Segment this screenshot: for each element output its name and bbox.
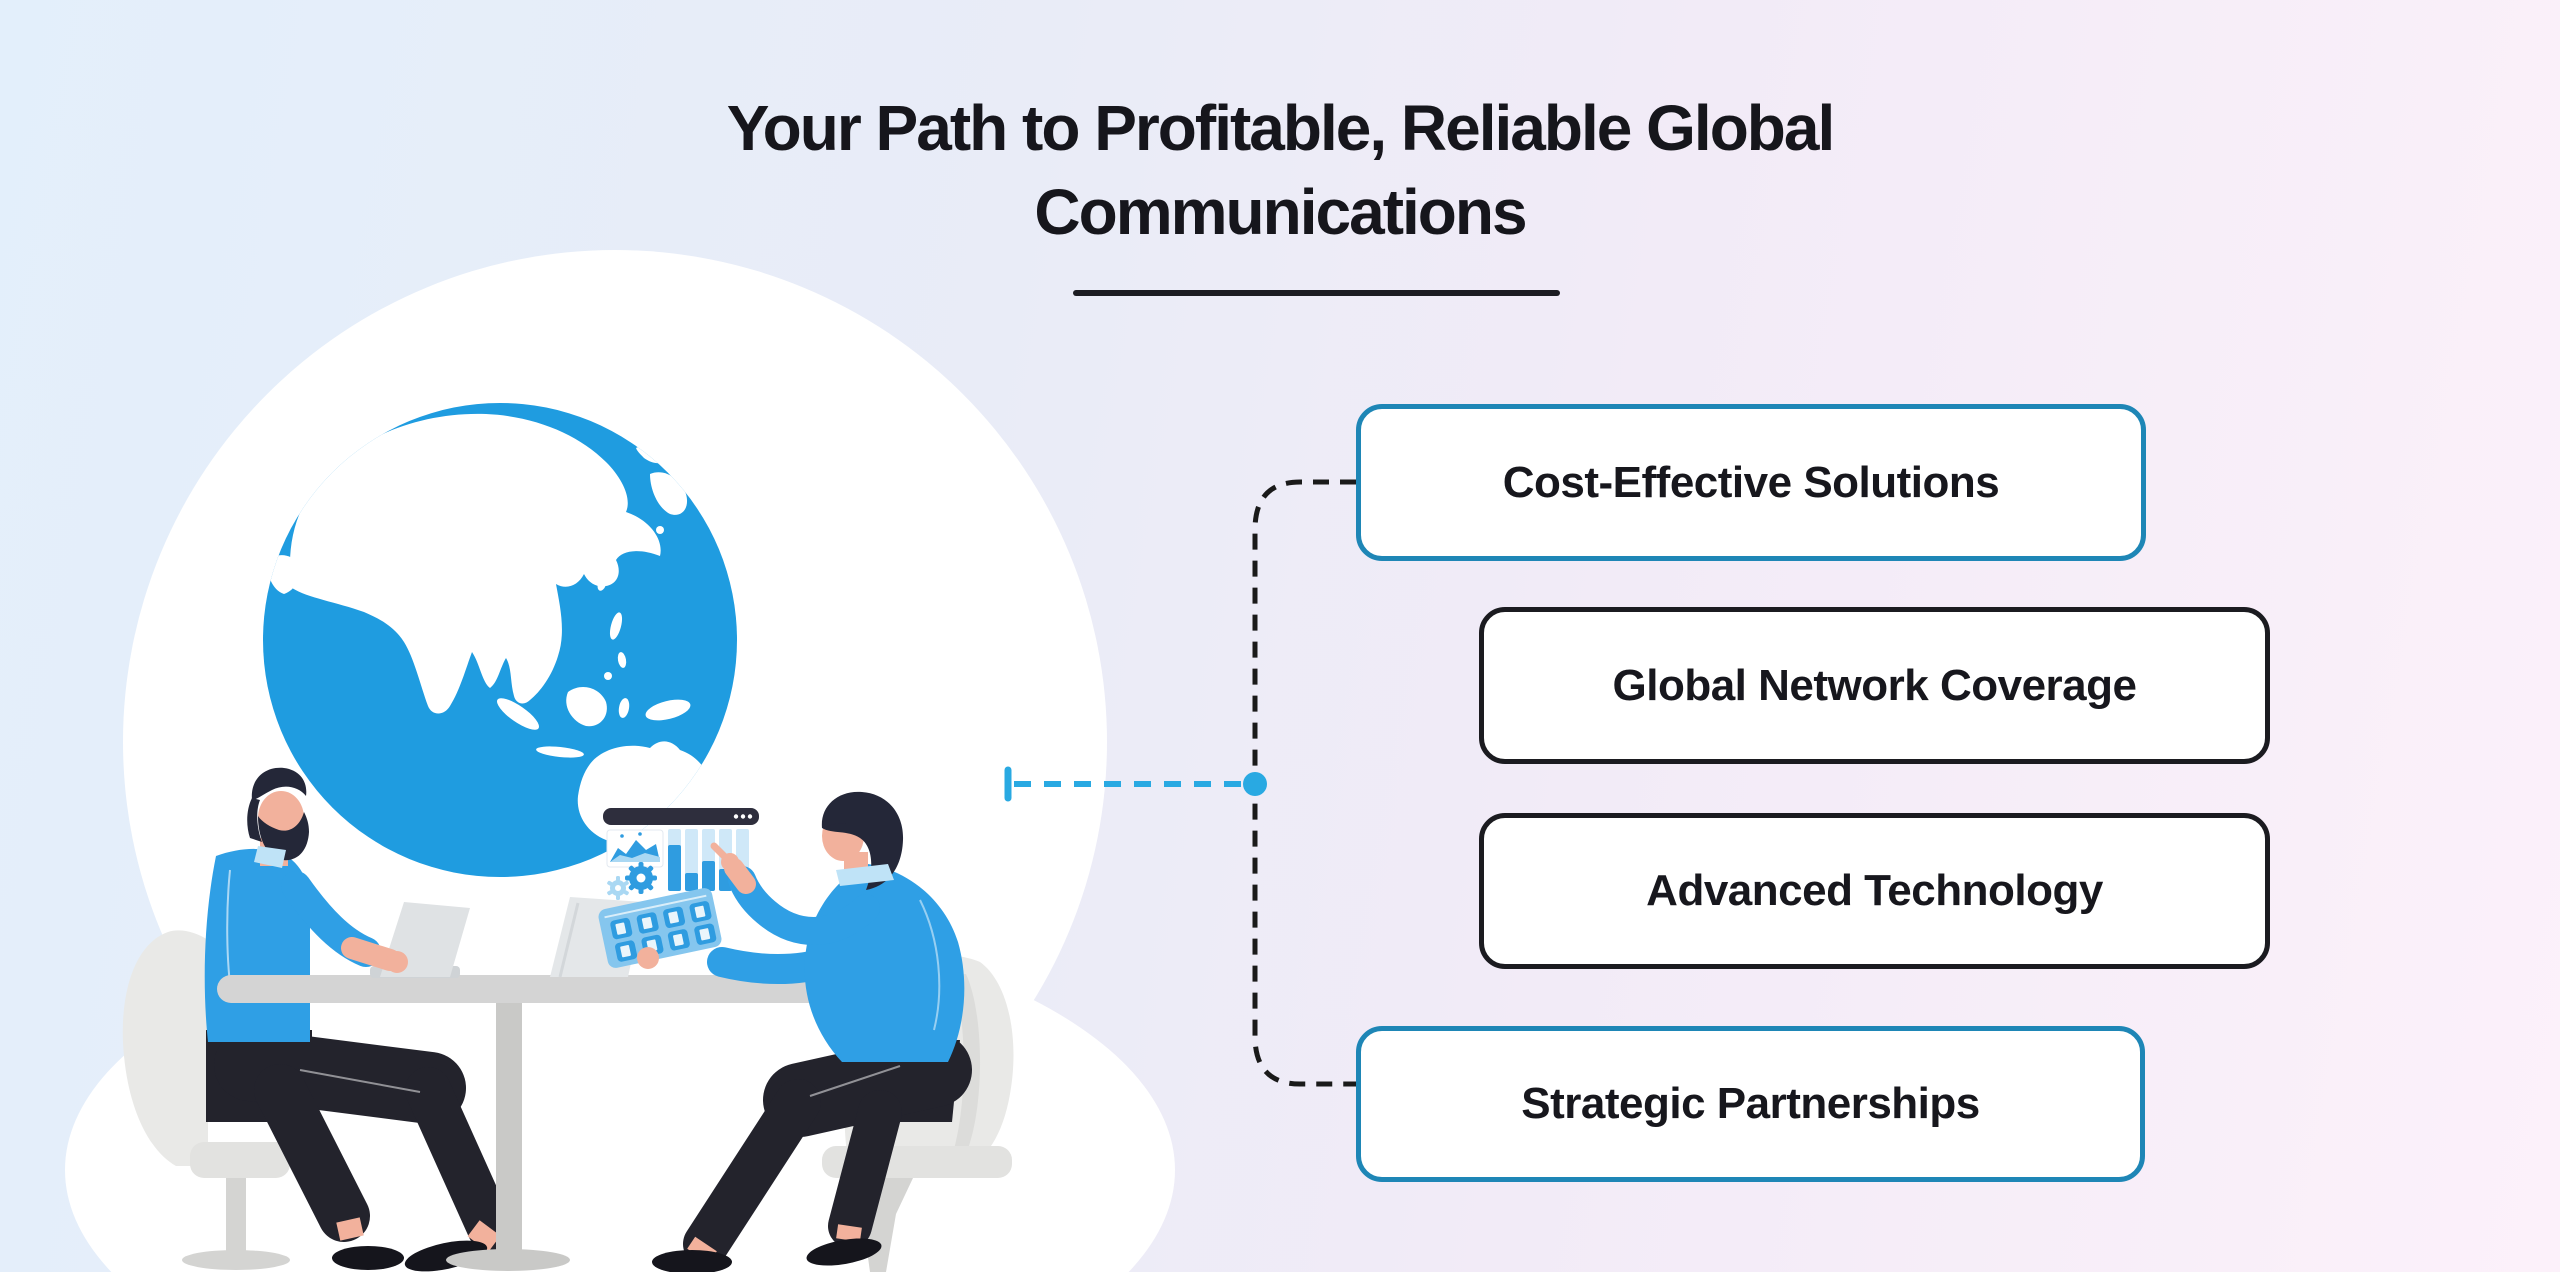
connector-bracket (1252, 479, 1356, 1087)
left-person-arm (281, 871, 408, 973)
feature-node-advanced-technology: Advanced Technology (1479, 813, 2270, 969)
connector-junction-dot (1243, 772, 1267, 796)
feature-node-label: Global Network Coverage (1612, 660, 2137, 710)
left-person-collar (254, 846, 286, 868)
floating-browser-window (603, 808, 759, 900)
feature-node-cost-effective-solutions: Cost-Effective Solutions (1356, 404, 2146, 561)
right-person-shoe (652, 1250, 732, 1272)
laptop-right (550, 897, 644, 978)
globe-landmasses (267, 413, 713, 846)
right-person-head (821, 791, 904, 890)
mini-bar-chart (668, 829, 749, 891)
feature-node-global-network-coverage: Global Network Coverage (1479, 607, 2270, 764)
title-underline (1073, 290, 1560, 296)
tablet-device (598, 888, 722, 969)
left-person-shoe (332, 1246, 404, 1270)
right-person-collar (836, 864, 894, 886)
right-person-pointing-arm (710, 842, 880, 945)
laptop-left (370, 902, 470, 978)
right-person (652, 791, 972, 1272)
right-person-tablet-arm (707, 920, 891, 984)
left-person-torso (204, 848, 311, 1042)
feature-node-label: Cost-Effective Solutions (1502, 457, 2000, 507)
meeting-table (217, 975, 913, 1271)
white-backdrop (65, 250, 1175, 1272)
left-person-legs (206, 1029, 513, 1272)
right-person-hand (637, 947, 659, 969)
page-title-line1: Your Path to Profitable, Reliable Global (726, 92, 1836, 164)
left-person-head (247, 767, 309, 868)
globe-illustration (263, 403, 737, 877)
browser-dots-icon (733, 814, 753, 819)
page-title: Your Path to Profitable, Reliable Global… (480, 86, 2080, 254)
office-chair-left (122, 930, 290, 1270)
left-person (204, 767, 513, 1272)
pointing-finger (710, 842, 730, 862)
right-person-legs (652, 1033, 972, 1272)
feature-node-label: Advanced Technology (1646, 866, 2103, 915)
feature-node-strategic-partnerships: Strategic Partnerships (1356, 1026, 2145, 1182)
right-person-shoe (806, 1238, 882, 1266)
gear-icon (607, 862, 657, 900)
left-person-shoe (404, 1240, 488, 1272)
office-chair-right (822, 954, 1014, 1272)
left-person-hand (386, 951, 408, 973)
mini-area-chart (606, 829, 664, 868)
right-person-torso (804, 864, 965, 1062)
page-title-line2: Communications (1034, 176, 1527, 248)
feature-node-label: Strategic Partnerships (1521, 1079, 1980, 1128)
browser-title-bar (603, 808, 759, 825)
